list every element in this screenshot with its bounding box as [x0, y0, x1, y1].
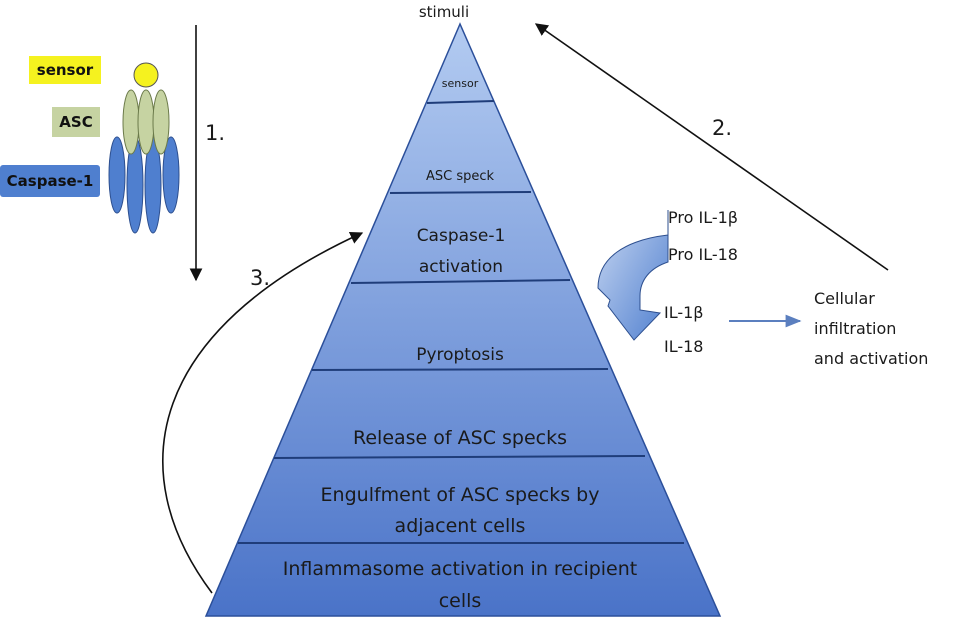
- legend-asc-label: ASC: [59, 113, 93, 131]
- outcome-line-3: and activation: [814, 349, 928, 368]
- pyramid-level-3-line-2: activation: [419, 257, 503, 277]
- pyramid-level-2-line-1: ASC speck: [426, 169, 495, 184]
- step-2-label: 2.: [712, 116, 732, 140]
- pyramid-level-4-line-1: Pyroptosis: [416, 345, 504, 365]
- cytokine-processing-arrow: [597, 210, 669, 341]
- step-1-label: 1.: [205, 121, 225, 145]
- legend-asc: ASC: [52, 107, 100, 137]
- pyramid-level-6-line-2: adjacent cells: [395, 515, 526, 537]
- legend-sensor-label: sensor: [36, 61, 94, 79]
- stimuli-label: stimuli: [419, 3, 469, 21]
- inflammasome-complex-icon: [108, 62, 180, 234]
- pyramid-shape: [204, 22, 722, 617]
- step-2-arrow: [534, 23, 889, 271]
- pyramid-level-1-line-1: sensor: [442, 77, 479, 90]
- pyramid-dividers: [238, 100, 684, 544]
- il18-label: IL-18: [664, 337, 703, 356]
- legend-caspase-label: Caspase-1: [6, 172, 94, 190]
- legend-sensor: sensor: [29, 56, 101, 84]
- step-3-arrow: [162, 231, 364, 594]
- pro-il18-label: Pro IL-18: [668, 245, 738, 264]
- outcome-line-2: infiltration: [814, 319, 896, 338]
- pro-il1b-label: Pro IL-1β: [668, 208, 738, 227]
- pyramid-level-5-line-1: Release of ASC specks: [353, 427, 567, 449]
- pyramid-level-7-line-2: cells: [439, 590, 482, 612]
- step-3-label: 3.: [250, 266, 270, 290]
- outcome-line-1: Cellular: [814, 289, 875, 308]
- pyramid-level-7-line-1: Inflammasome activation in recipient: [283, 558, 638, 580]
- legend-caspase: Caspase-1: [0, 165, 100, 197]
- il1b-label: IL-1β: [664, 303, 704, 322]
- pyramid-level-3-line-1: Caspase-1: [417, 226, 506, 246]
- pyramid-level-6-line-1: Engulfment of ASC specks by: [321, 484, 600, 506]
